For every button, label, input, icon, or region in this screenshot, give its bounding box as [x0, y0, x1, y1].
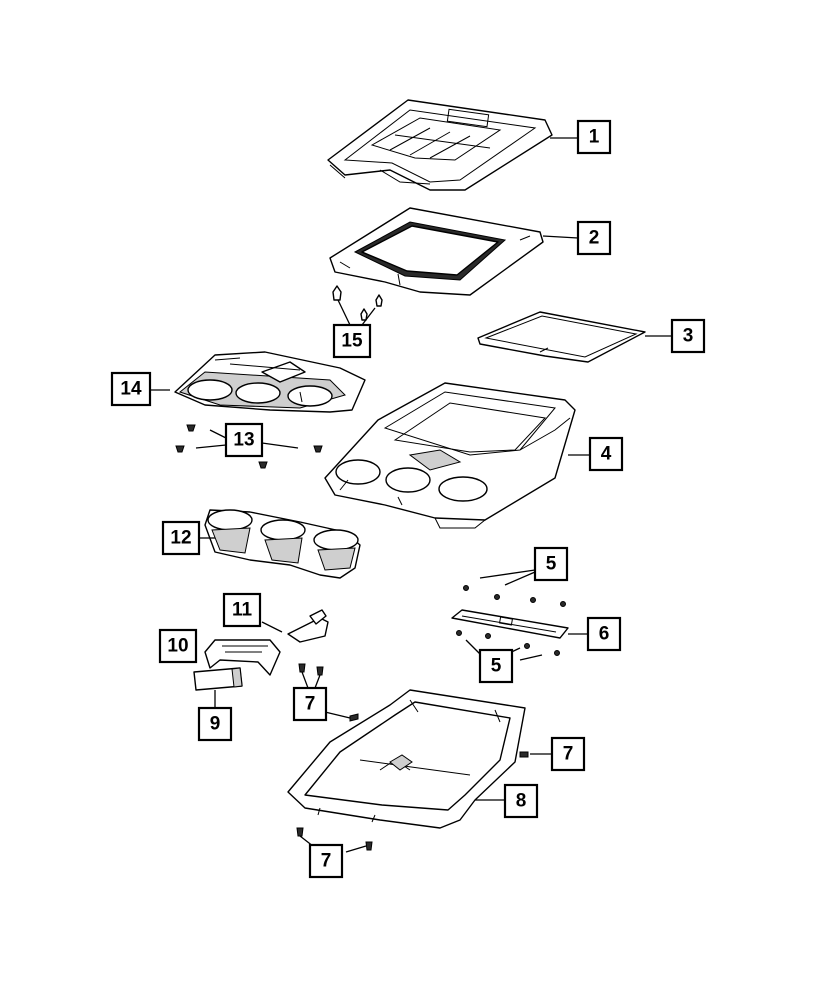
callout-9: 9 — [197, 706, 233, 742]
callout-3-label: 3 — [683, 326, 694, 347]
callout-1-label: 1 — [589, 127, 600, 148]
callout-7-right-label: 7 — [563, 744, 574, 765]
callout-9-label: 9 — [210, 714, 221, 735]
callout-13: 13 — [224, 422, 264, 458]
part-2-gasket-frame — [329, 207, 544, 296]
part-5-screws — [456, 585, 566, 656]
part-11-latch-bracket — [287, 609, 329, 643]
callout-7-left-label: 7 — [305, 694, 316, 715]
callout-14-label: 14 — [120, 379, 142, 400]
callout-11: 11 — [222, 592, 262, 628]
part-10-latch-handle — [204, 639, 281, 676]
part-15-clips — [332, 285, 383, 321]
callout-14: 14 — [110, 371, 152, 407]
leader-lines — [150, 137, 672, 853]
callout-13-label: 13 — [233, 430, 254, 451]
callout-5-upper: 5 — [533, 546, 569, 582]
callout-5-lower: 5 — [478, 648, 514, 684]
part-8-base-frame — [287, 689, 526, 829]
callout-7-left: 7 — [292, 686, 328, 722]
part-13-push-pins — [175, 424, 323, 469]
callout-10: 10 — [158, 628, 198, 664]
callout-4-label: 4 — [601, 444, 612, 465]
part-14-cupholder-tray — [174, 351, 366, 413]
callout-10-label: 10 — [167, 636, 188, 657]
callout-6-label: 6 — [599, 624, 610, 645]
callout-4: 4 — [588, 436, 624, 472]
callout-2-label: 2 — [589, 228, 600, 249]
callout-12-label: 12 — [170, 528, 191, 549]
callout-11-label: 11 — [232, 600, 253, 621]
part-7-bolts — [296, 663, 529, 851]
part-3-mat — [477, 311, 646, 363]
callout-5-lower-label: 5 — [491, 656, 502, 677]
callout-5-upper-label: 5 — [546, 554, 557, 575]
callout-8: 8 — [503, 783, 539, 819]
callout-7-bottom-label: 7 — [321, 851, 332, 872]
callout-8-label: 8 — [516, 791, 527, 812]
callout-12: 12 — [161, 520, 201, 556]
part-6-hinge-plate — [451, 609, 569, 639]
part-1-lid-frame — [327, 99, 553, 191]
callout-6: 6 — [586, 616, 622, 652]
part-4-storage-bin — [324, 382, 576, 529]
callout-3: 3 — [670, 318, 706, 354]
part-9-trim — [193, 667, 243, 691]
callout-1: 1 — [576, 119, 612, 155]
callout-15-label: 15 — [341, 331, 363, 352]
callout-7-right: 7 — [550, 736, 586, 772]
part-12-cup-inserts — [204, 509, 361, 579]
callout-7-bottom: 7 — [308, 843, 344, 879]
callout-2: 2 — [576, 220, 612, 256]
callout-15: 15 — [332, 323, 372, 359]
